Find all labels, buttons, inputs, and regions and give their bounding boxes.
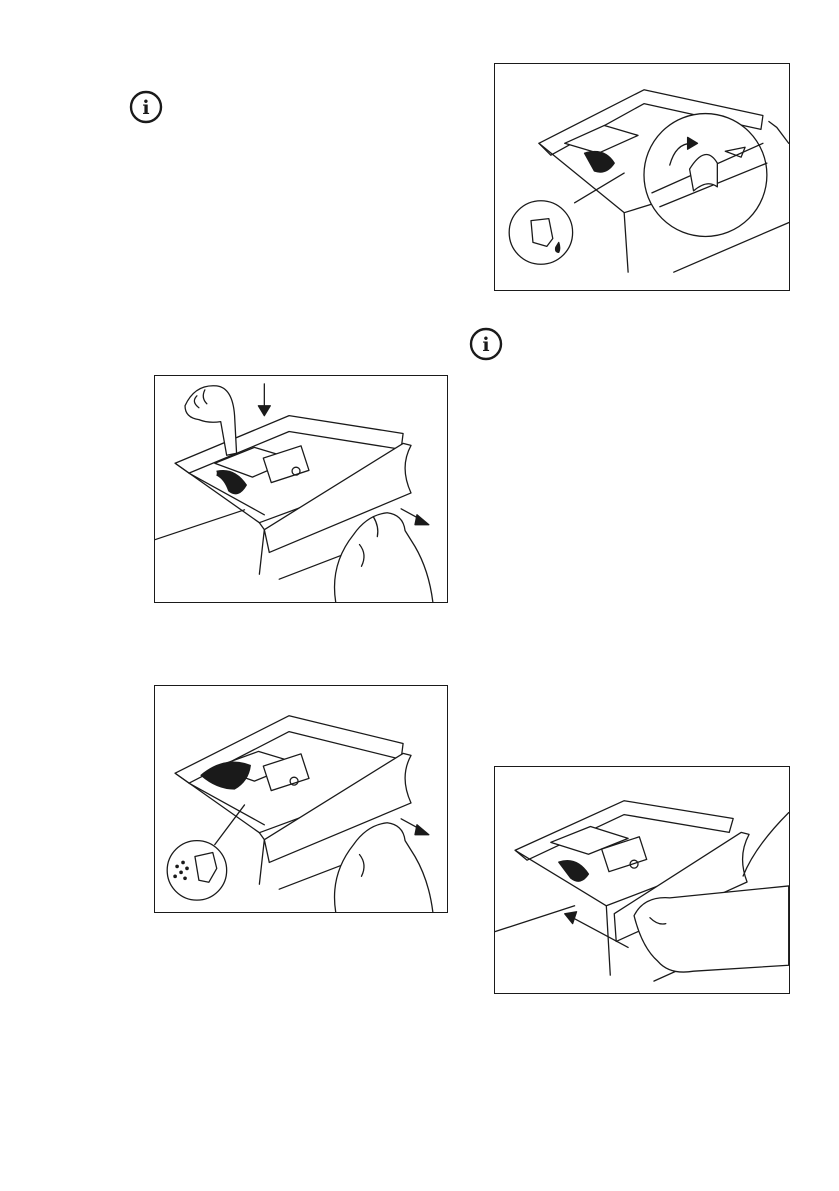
figure-liquid-detergent-flap bbox=[494, 63, 790, 291]
hand-pull-icon bbox=[335, 823, 433, 912]
pull-arrow-icon bbox=[401, 819, 429, 835]
figure-press-lever-pull-drawer bbox=[154, 375, 448, 603]
down-arrow-icon bbox=[258, 384, 270, 416]
powder-detergent-icon bbox=[167, 841, 226, 900]
figure-push-drawer-closed bbox=[494, 766, 790, 994]
hand-pull-icon bbox=[335, 513, 433, 602]
pull-arrow-icon bbox=[401, 509, 429, 525]
zoom-detail bbox=[644, 114, 767, 237]
hand-press-icon bbox=[185, 386, 237, 456]
figure-powder-detergent-drawer bbox=[154, 685, 448, 913]
liquid-detergent-icon bbox=[509, 173, 624, 264]
info-glyph: i bbox=[142, 97, 149, 119]
info-glyph: i bbox=[482, 334, 489, 356]
info-icon: i bbox=[469, 327, 503, 361]
info-icon: i bbox=[129, 90, 163, 124]
